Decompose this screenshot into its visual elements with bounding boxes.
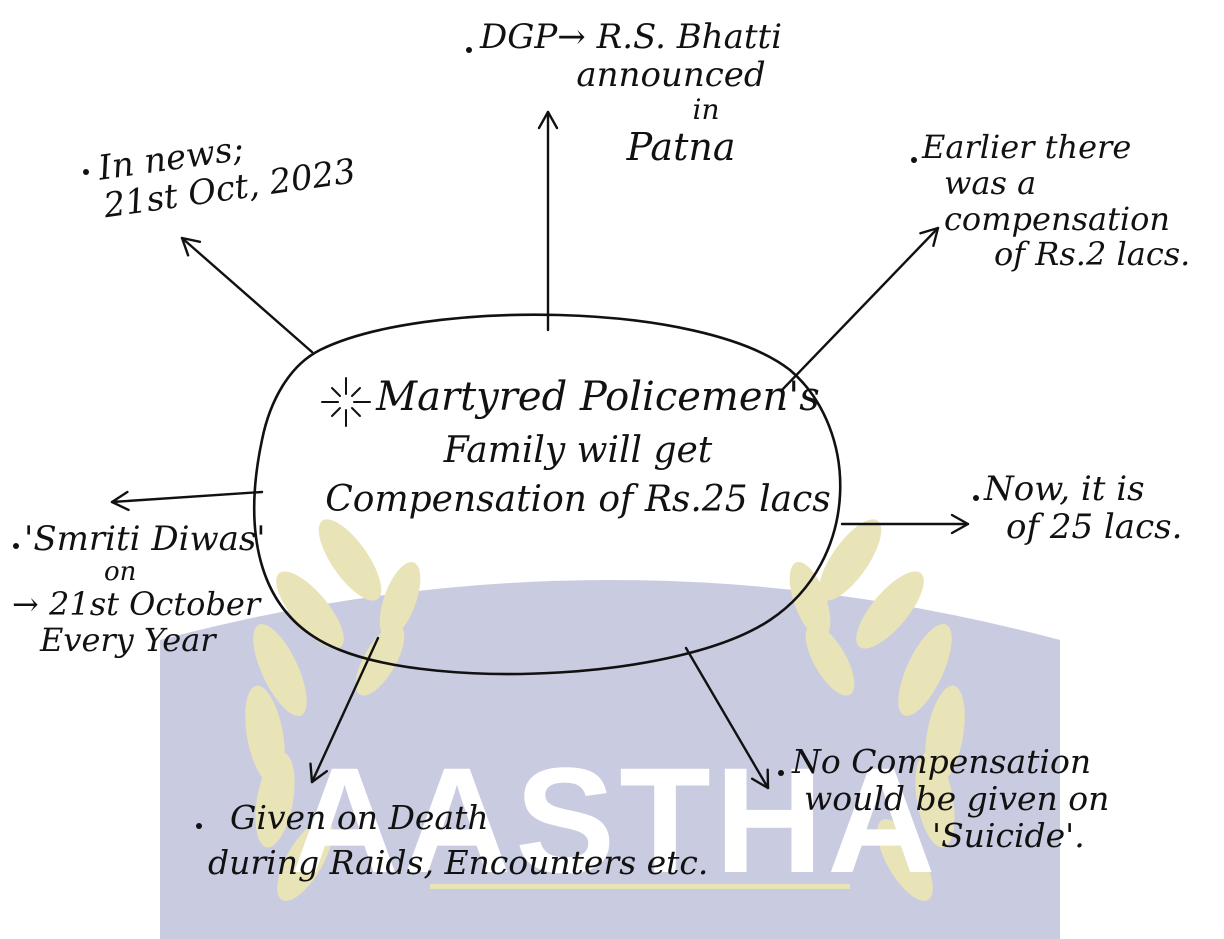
given-line-1: Given on Death: [230, 798, 489, 837]
earlier-line-2: was a: [944, 163, 1037, 202]
branch-announcement: DGP→ R.S. Bhatti announced in Patna: [480, 18, 782, 168]
watermark-text: AASTHA: [291, 736, 940, 904]
suicide-line-3: 'Suicide'.: [932, 815, 1085, 855]
announcement-line-2: announced: [576, 55, 766, 96]
now-line-1: Now, it is: [984, 469, 1145, 509]
announcement-line-1: DGP→ R.S. Bhatti: [480, 17, 783, 57]
watermark-underline: [430, 884, 850, 889]
branch-earlier: Earlier there was a compensation of Rs.2…: [922, 128, 1191, 274]
branch-arrows: [110, 110, 970, 790]
arrow-smriti: [110, 490, 264, 512]
branch-suicide: No Compensation would be given on 'Suici…: [792, 742, 1110, 855]
arrow-given: [309, 636, 380, 784]
bullet-marks: [13, 47, 979, 829]
suicide-line-2: would be given on: [804, 778, 1110, 818]
earlier-line-1: Earlier there: [922, 128, 1132, 166]
center-line-2: Family will get: [443, 430, 713, 471]
right-laurel-icon: [789, 519, 965, 901]
watermark: AASTHA: [160, 519, 1060, 939]
branch-smriti: 'Smriti Diwas' on → 21st October Every Y…: [12, 519, 266, 660]
announcement-line-3: in: [692, 93, 720, 127]
branch-given: Given on Death during Raids, Encounters …: [208, 798, 709, 882]
suicide-line-1: No Compensation: [792, 742, 1092, 781]
center-line-3: Compensation of Rs.25 lacs: [325, 479, 831, 520]
smriti-line-2: on: [104, 557, 137, 588]
announcement-line-4: Patna: [626, 124, 736, 169]
given-line-2: during Raids, Encounters etc.: [208, 842, 709, 882]
arrow-news: [180, 236, 314, 354]
center-topic: Martyred Policemen's Family will get Com…: [318, 372, 838, 522]
smriti-line-1: 'Smriti Diwas': [24, 519, 266, 559]
now-line-2: of 25 lacs.: [1006, 507, 1183, 548]
center-oval: [253, 313, 842, 676]
branch-now: Now, it is of 25 lacs.: [984, 470, 1182, 546]
smriti-line-3: → 21st October: [12, 585, 261, 624]
earlier-line-4: of Rs.2 lacs.: [994, 235, 1191, 274]
arrow-earlier: [780, 226, 940, 392]
left-laurel-icon: [245, 519, 421, 901]
sparkle-icon: [321, 377, 371, 427]
arrow-suicide: [684, 646, 770, 790]
earlier-line-3: compensation: [944, 199, 1171, 238]
smriti-line-4: Every Year: [40, 621, 216, 660]
center-line-1: Martyred Policemen's: [376, 374, 820, 420]
